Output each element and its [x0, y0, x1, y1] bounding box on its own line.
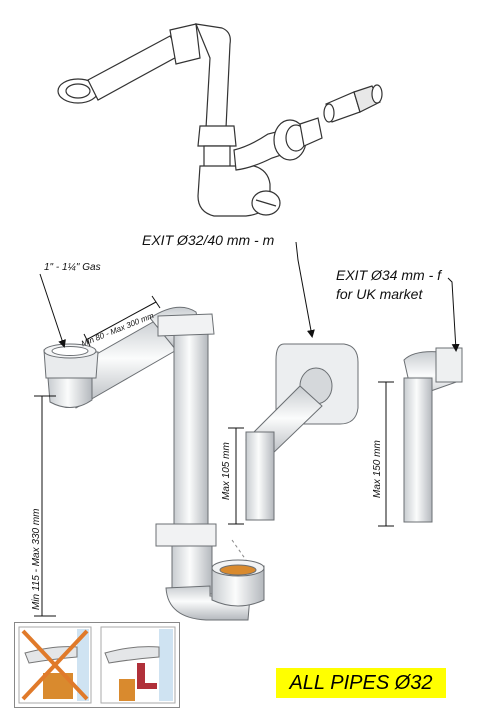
- installation-inset: [14, 622, 180, 708]
- riser-tube: [173, 315, 209, 543]
- riser-collar: [155, 523, 217, 547]
- gas-thread-label: 1" - 1¼" Gas: [44, 262, 101, 273]
- exit-f-tube: [403, 377, 433, 523]
- exit-f-uk-label: for UK market: [336, 286, 423, 302]
- exit-f-label: EXIT Ø34 mm - f: [336, 267, 442, 283]
- max105-label: Max 105 mm: [221, 442, 232, 500]
- height-range-label: Min 115 - Max 330 mm: [31, 508, 42, 610]
- dimension-lines: [34, 241, 460, 617]
- all-pipes-badge: ALL PIPES Ø32: [276, 668, 446, 698]
- exit-f-nut: [435, 347, 463, 383]
- bottle-cup: [211, 565, 265, 607]
- correct-siphon-icon: [100, 626, 176, 704]
- crossed-out-siphon-icon: [18, 626, 92, 704]
- exit-m-tube: [245, 431, 275, 521]
- main-siphon: [43, 306, 265, 621]
- isometric-sketch: [57, 23, 383, 217]
- exit-m-part: [245, 343, 359, 521]
- water-seal: [219, 564, 257, 576]
- exit-m-label: EXIT Ø32/40 mm - m: [142, 232, 275, 248]
- exit-f-part: [403, 347, 463, 523]
- max150-label: Max 150 mm: [372, 440, 383, 498]
